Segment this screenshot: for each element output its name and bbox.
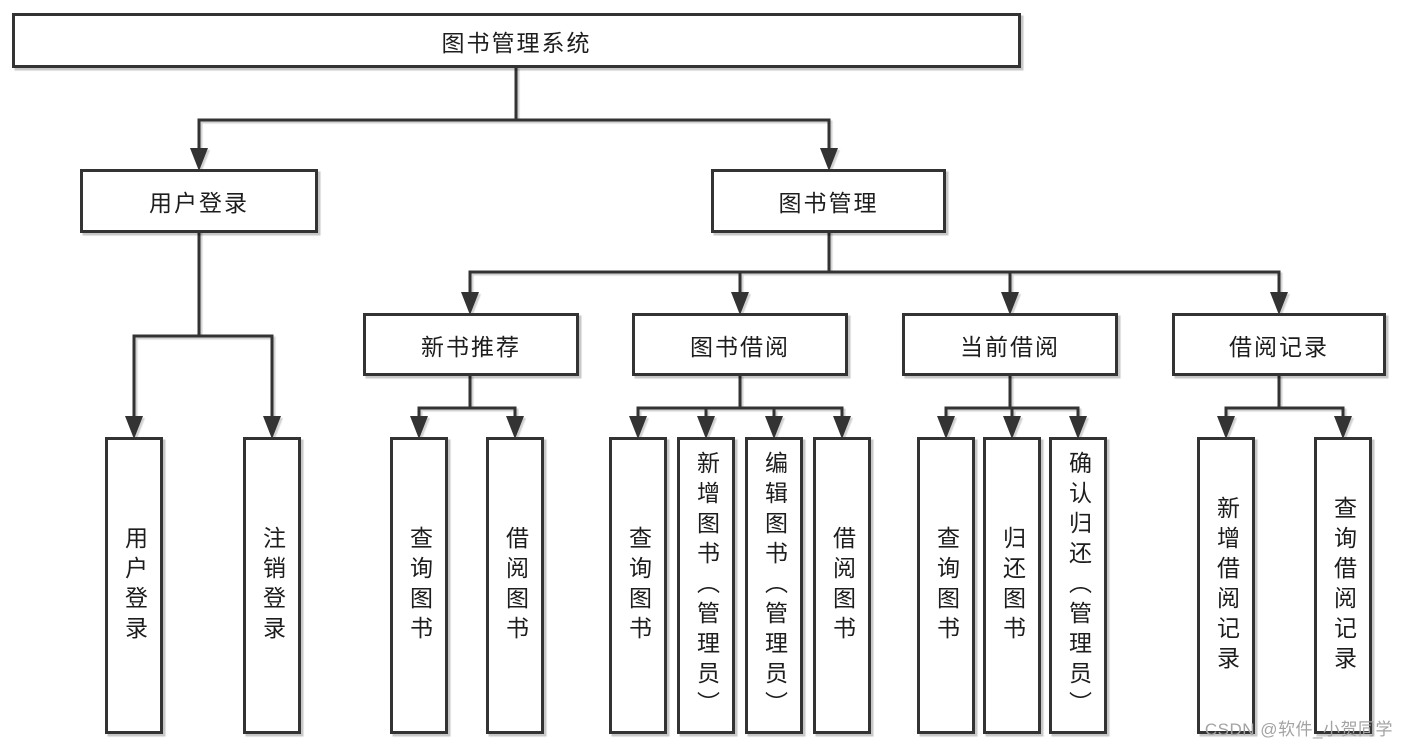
node-root-label: 图书管理系统 [441,29,592,56]
node-book-management-label: 图书管理 [778,190,879,216]
node-leaf-search-books-borrow: 查询图书 [609,437,667,734]
leaf-label: 注销登录 [259,525,286,646]
csdn-watermark: CSDN @软件_小贺同学 [1204,720,1393,739]
connector-borrow-to-leaves [629,374,851,439]
leaf-label: 用户登录 [121,525,148,646]
node-leaf-confirm-return-admin: 确认归还（管理员） [1049,437,1107,734]
leaf-label: 编辑图书（管理员） [761,450,788,721]
node-leaf-add-borrow-record: 新增借阅记录 [1197,437,1255,734]
leaf-label: 确认归还（管理员） [1065,450,1092,721]
node-leaf-borrow-books-recommend: 借阅图书 [486,437,544,734]
node-leaf-add-books-admin: 新增图书（管理员） [677,437,735,734]
node-leaf-edit-books-admin: 编辑图书（管理员） [745,437,803,734]
node-leaf-borrow-books: 借阅图书 [813,437,871,734]
node-leaf-search-borrow-record: 查询借阅记录 [1314,437,1372,734]
leaf-label: 新增图书（管理员） [693,450,720,721]
leaf-label: 查询借阅记录 [1330,495,1357,676]
connector-recommend-to-leaves [410,374,524,439]
connector-management-to-level3 [461,230,1288,315]
connector-root-to-level2 [190,66,838,171]
node-user-login-label: 用户登录 [149,190,249,216]
connector-current-to-leaves [937,374,1087,439]
node-new-book-recommendation: 新书推荐 [363,313,579,376]
node-leaf-search-books-recommend: 查询图书 [390,437,448,734]
node-book-borrowing-label: 图书借阅 [690,333,790,360]
node-leaf-logout: 注销登录 [243,437,301,734]
leaf-label: 查询图书 [933,525,960,646]
node-current-borrowing: 当前借阅 [902,313,1118,376]
leaf-label: 查询图书 [406,525,433,646]
connector-records-to-leaves [1217,374,1352,439]
leaf-label: 借阅图书 [502,525,529,646]
leaf-label: 借阅图书 [829,525,856,646]
connector-login-to-leaves [125,230,281,439]
node-current-borrowing-label: 当前借阅 [960,333,1060,360]
node-borrowing-records: 借阅记录 [1172,313,1386,376]
node-leaf-search-books-current: 查询图书 [917,437,975,734]
node-borrowing-records-label: 借阅记录 [1229,333,1329,360]
leaf-label: 归还图书 [999,525,1026,646]
node-book-borrowing: 图书借阅 [632,313,848,376]
node-new-book-recommendation-label: 新书推荐 [421,333,521,360]
node-root-system: 图书管理系统 [12,13,1021,68]
node-user-login: 用户登录 [80,169,318,233]
node-leaf-user-login: 用户登录 [105,437,163,734]
node-leaf-return-books: 归还图书 [983,437,1041,734]
leaf-label: 查询图书 [625,525,652,646]
node-book-management: 图书管理 [711,169,946,233]
leaf-label: 新增借阅记录 [1213,495,1240,676]
